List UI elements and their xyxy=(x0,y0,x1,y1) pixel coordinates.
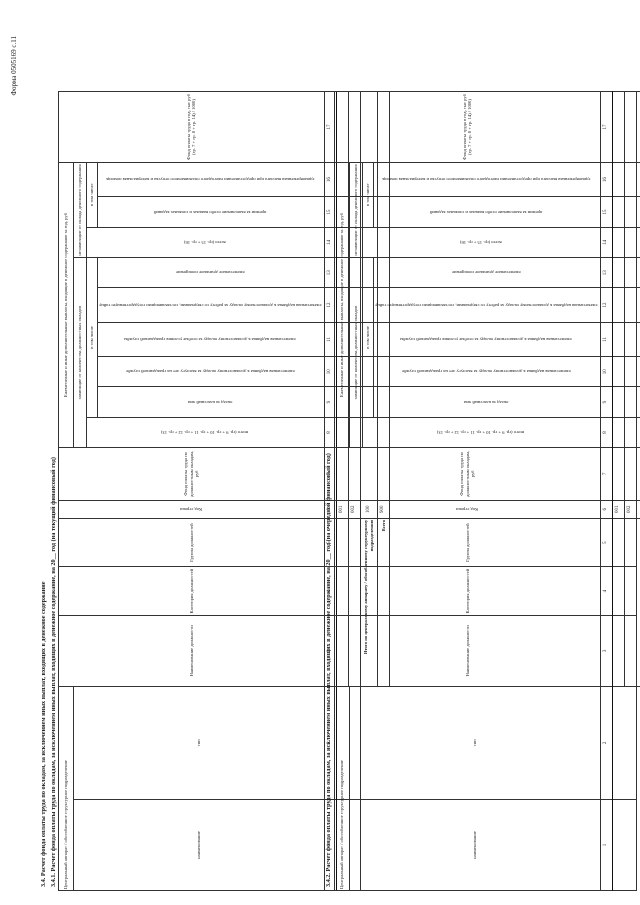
position-group-header: Группа должностей xyxy=(334,518,601,567)
column-number-4: 4 xyxy=(600,566,613,616)
unit-type-header: тип xyxy=(349,686,601,800)
col13-header: ежемесячное денежное поощрение xyxy=(373,257,601,288)
unit-type-header: тип xyxy=(73,686,325,800)
column-number-9: 9 xyxy=(600,386,613,418)
column-number-16: 16 xyxy=(600,162,613,197)
position-group-header: Группа должностей xyxy=(58,518,325,567)
column-number-10: 10 xyxy=(600,356,613,387)
row-code-100: 100 xyxy=(636,500,640,519)
other-payments-header: Ежемесячные и иные дополнительные выплат… xyxy=(334,162,350,448)
itogo-label: Итого по центральному аппарату / обособл… xyxy=(636,518,640,687)
col16-header: единовременная выплата при предоставлени… xyxy=(97,162,325,197)
section-title: 3.4. Расчет фонда оплаты труда по оклада… xyxy=(40,581,47,887)
col10-header: ежемесячная надбавка к должностному окла… xyxy=(97,356,325,387)
row-code-header: Код строки xyxy=(58,500,325,519)
column-number-2: 2 xyxy=(600,686,613,800)
col12-header: ежемесячная надбавка к должностному окла… xyxy=(373,287,601,323)
column-number-12: 12 xyxy=(600,287,613,323)
unit-name-header: наименование xyxy=(349,799,601,891)
form-code: Форма 0505169 с.11 xyxy=(10,36,18,96)
col9-header: оклад за классный чин xyxy=(97,386,325,418)
independent-header: независящие от оклада денежного содержан… xyxy=(349,162,363,258)
column-number-3: 3 xyxy=(600,615,613,687)
column-number-8: 8 xyxy=(600,417,613,448)
central-unit-header: Центральный аппарат / обособленное струк… xyxy=(334,686,350,891)
unit-name-header: наименование xyxy=(73,799,325,891)
incl-header-1: в том числе xyxy=(86,257,98,418)
total-14-header: всего (гр. 15 + гр. 16) xyxy=(86,227,325,258)
position-name-header: Наименование должности xyxy=(58,615,325,687)
central-unit-header: Центральный аппарат / обособленное струк… xyxy=(58,686,74,891)
other-payments-header: Ежемесячные и иные дополнительные выплат… xyxy=(58,162,74,448)
col13-header: ежемесячное денежное поощрение xyxy=(97,257,325,288)
annual-fot-header: Фонд оплаты труда в год, тыс руб (гр. 7 … xyxy=(58,91,325,163)
col12-header: ежемесячная надбавка к должностному окла… xyxy=(97,287,325,323)
row-code-001: 001 xyxy=(612,500,625,519)
row-code-header: Код строки xyxy=(334,500,601,519)
subsection-title-1: 3.4.1. Расчет фонда оплаты труда по окла… xyxy=(50,457,57,887)
fot-salary-header: Фонд оплаты труда по должностным окладам… xyxy=(58,447,325,501)
independent-header: независящие от оклада денежного содержан… xyxy=(73,162,87,258)
col16-header: единовременная выплата при предоставлени… xyxy=(373,162,601,197)
total-8-header: всего (гр. 9 + гр. 10 + гр. 11 + гр. 12 … xyxy=(362,417,601,448)
column-number-6: 6 xyxy=(600,500,613,519)
column-number-11: 11 xyxy=(600,322,613,357)
col11-header: ежемесячная надбавка к должностному окла… xyxy=(373,322,601,357)
total-8-header: всего (гр. 9 + гр. 10 + гр. 11 + гр. 12 … xyxy=(86,417,325,448)
col15-header: премии за выполнение особо важных и слож… xyxy=(373,196,601,228)
col10-header: ежемесячная надбавка к должностному окла… xyxy=(373,356,601,387)
column-number-14: 14 xyxy=(600,227,613,258)
column-number-5: 5 xyxy=(600,518,613,567)
col11-header: ежемесячная надбавка к должностному окла… xyxy=(97,322,325,357)
col9-header: оклад за классный чин xyxy=(373,386,601,418)
incl-header-1: в том числе xyxy=(362,257,374,418)
total-14-header: всего (гр. 15 + гр. 16) xyxy=(362,227,601,258)
incl-header-2: в том числе xyxy=(86,162,98,228)
position-name-header: Наименование должности xyxy=(334,615,601,687)
incl-header-2: в том числе xyxy=(362,162,374,228)
column-number-7: 7 xyxy=(600,447,613,501)
col15-header: премии за выполнение особо важных и слож… xyxy=(97,196,325,228)
position-category-header: Категория должностей xyxy=(58,566,325,616)
fot-salary-header: Фонд оплаты труда по должностным окладам… xyxy=(334,447,601,501)
subsection-title-2: 3.4.2. Расчет фонда оплаты труда по окла… xyxy=(325,453,332,887)
itogo-row: Итого по центральному аппарату / обособл… xyxy=(636,91,640,891)
annual-fot-header: Фонд оплаты труда в год, тыс руб (гр. 7 … xyxy=(334,91,601,163)
position-category-header: Категория должностей xyxy=(334,566,601,616)
fot-table-next-year: Центральный аппарат / обособленное струк… xyxy=(334,91,640,891)
column-number-17: 17 xyxy=(600,91,613,163)
table-row: 001 xyxy=(612,91,637,891)
row-code-002: 002 xyxy=(624,500,637,519)
column-number-13: 13 xyxy=(600,257,613,288)
depending-header: зависящие от количества должностных окла… xyxy=(73,257,87,448)
depending-header: зависящие от количества должностных окла… xyxy=(349,257,363,448)
column-number-15: 15 xyxy=(600,196,613,228)
column-number-1: 1 xyxy=(600,799,613,891)
